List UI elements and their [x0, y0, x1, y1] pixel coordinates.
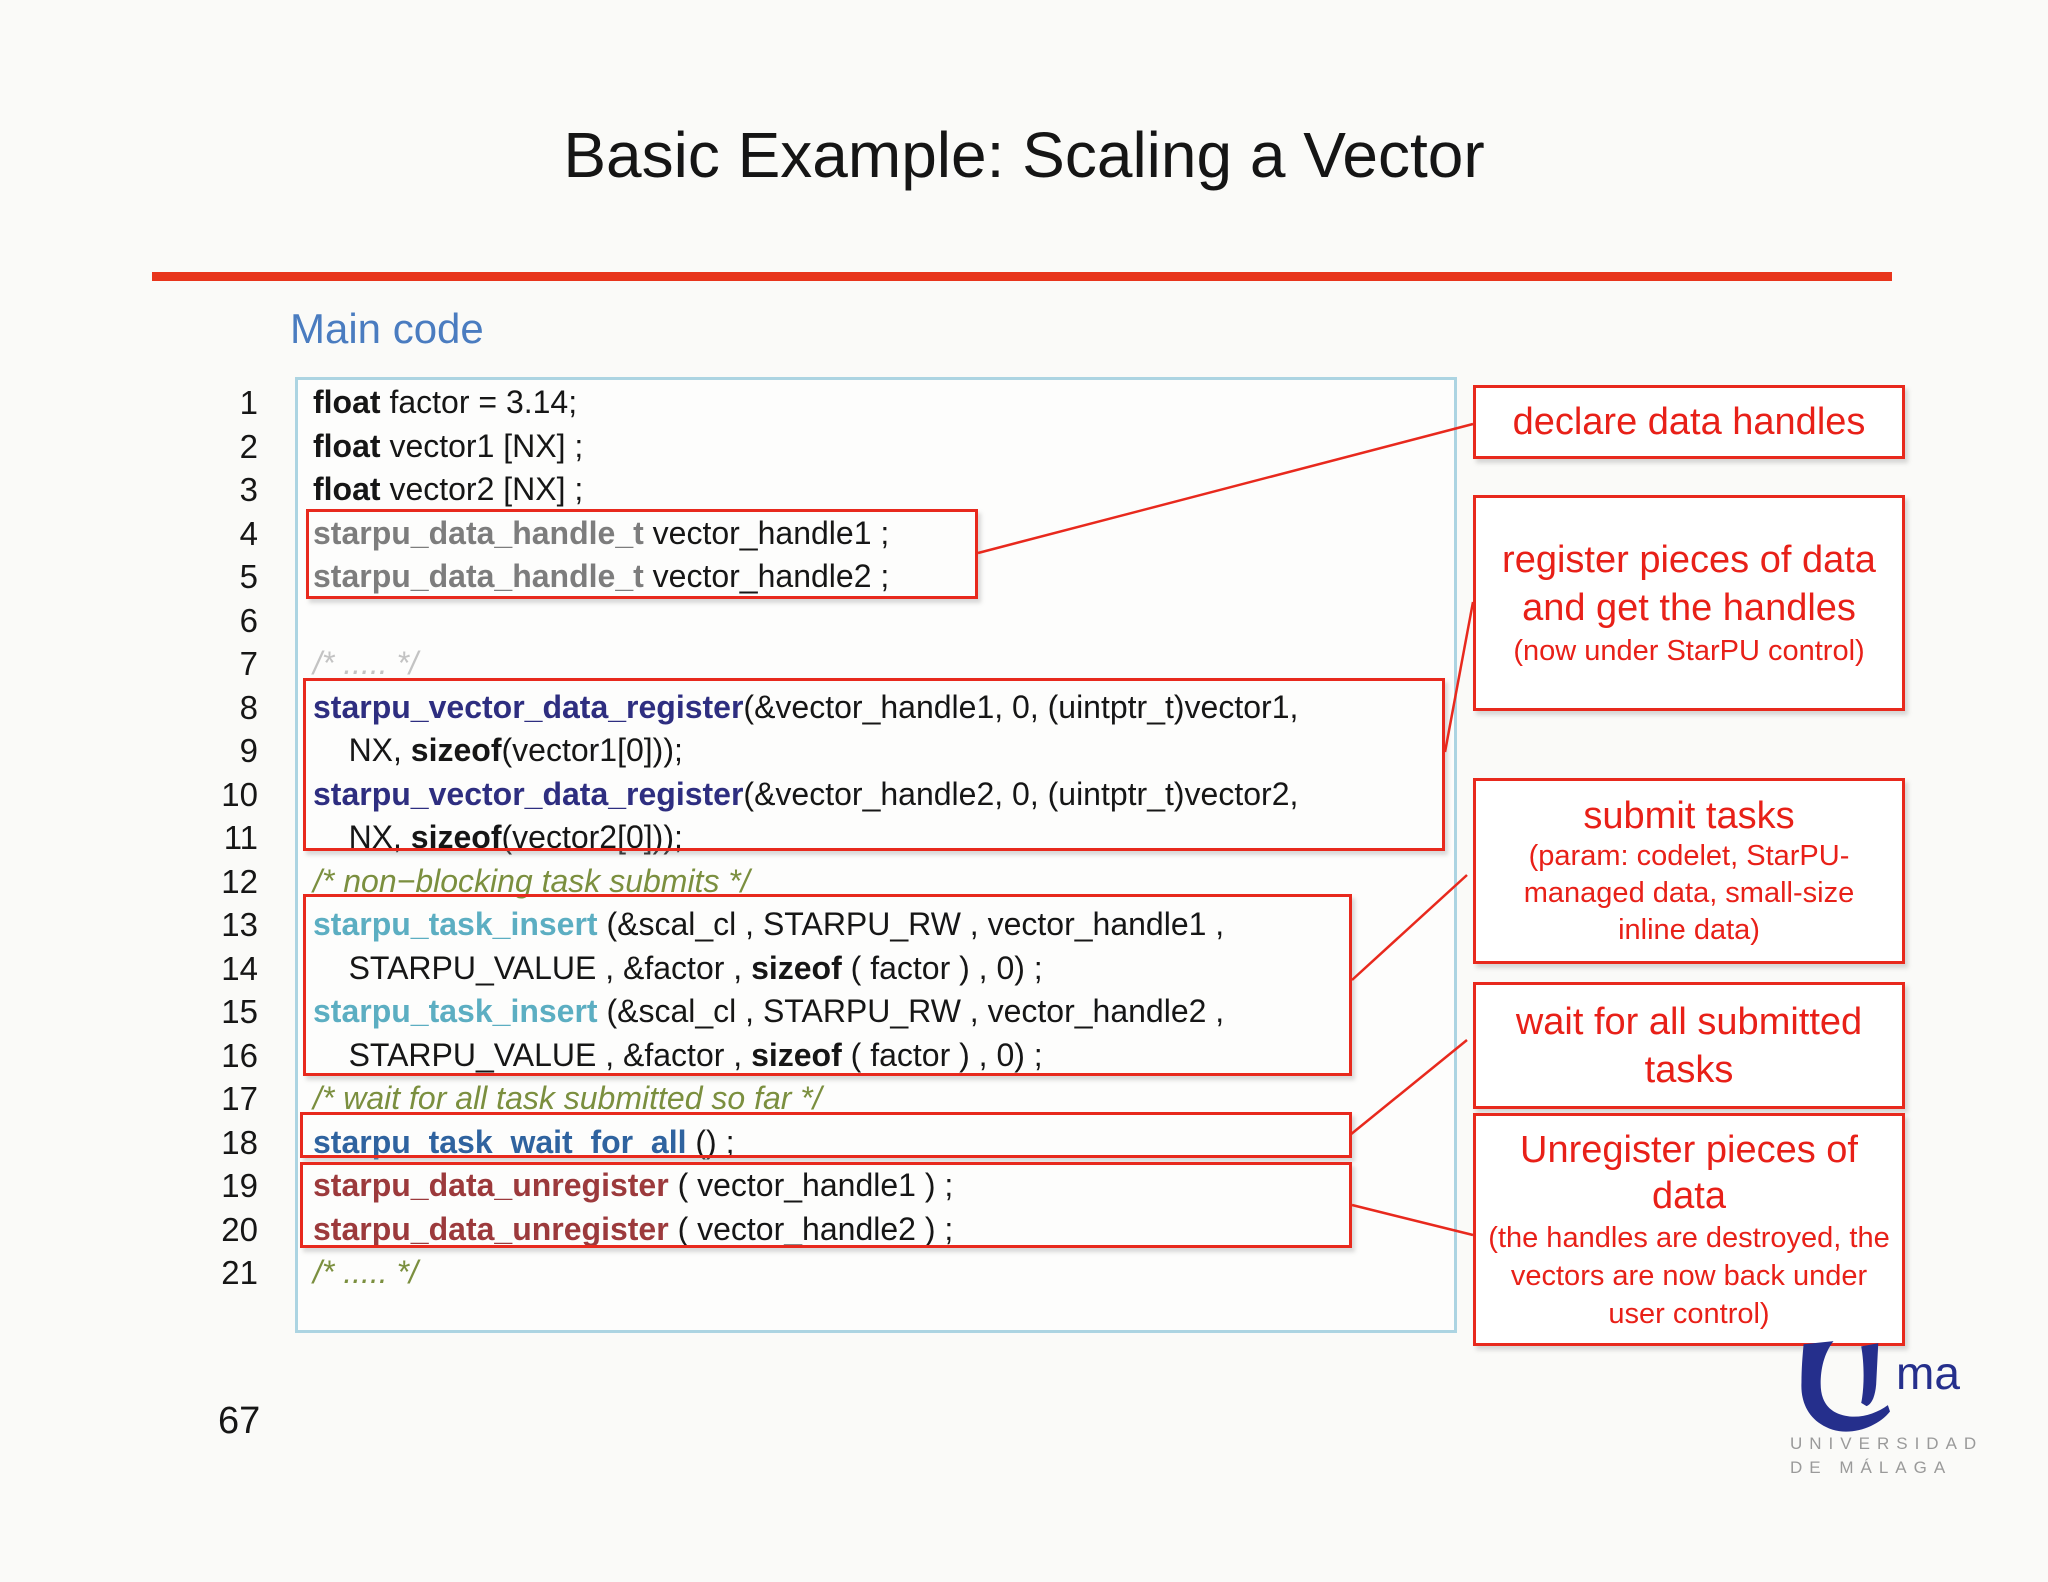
code-line: starpu_data_unregister ( vector_handle1 … — [313, 1167, 954, 1203]
annotation-box: wait for all submitted tasks — [1473, 982, 1905, 1109]
title-underline-rule — [152, 272, 1892, 281]
annotation-main-text: register pieces of data and get the hand… — [1502, 539, 1876, 629]
line-number: 10 — [221, 775, 258, 813]
uma-logo-universidad-text: UNIVERSIDAD — [1790, 1434, 1984, 1453]
page-number: 67 — [218, 1400, 261, 1442]
annotation-box: register pieces of data and get the hand… — [1473, 495, 1905, 711]
line-number: 4 — [239, 514, 258, 552]
code-line: float vector2 [NX] ; — [313, 471, 584, 507]
code-line: STARPU_VALUE , &factor , sizeof ( factor… — [313, 1036, 1043, 1073]
slide-title: Basic Example: Scaling a Vector — [563, 119, 1485, 191]
uma-logo-de-malaga-text: DE MÁLAGA — [1790, 1458, 1953, 1477]
line-number: 3 — [239, 471, 258, 508]
code-line: starpu_vector_data_register(&vector_hand… — [313, 775, 1299, 812]
line-number: 15 — [221, 993, 258, 1030]
highlight-box-register-data — [303, 678, 1445, 851]
line-number: 11 — [223, 819, 258, 856]
annotation-box: declare data handles — [1473, 385, 1905, 459]
line-number: 17 — [221, 1080, 258, 1117]
university-of-malaga-logo: ma UNIVERSIDAD DE MÁLAGA — [1788, 1338, 1998, 1478]
code-line: /* ..... */ — [313, 645, 418, 681]
annotation-sub-text: (param: codelet, StarPU-managed data, sm… — [1523, 839, 1855, 946]
code-line: starpu_vector_data_register(&vector_hand… — [313, 688, 1299, 725]
line-number: 19 — [221, 1167, 258, 1204]
code-line: starpu_task_insert (&scal_cl , STARPU_RW… — [313, 993, 1225, 1029]
annotation-main-text: wait for all submitted tasks — [1515, 1000, 1863, 1091]
line-number: 5 — [239, 558, 258, 595]
line-number: 13 — [221, 906, 258, 943]
annotation-box: Unregister pieces of data (the handles a… — [1473, 1113, 1905, 1346]
code-line: /* non−blocking task submits */ — [313, 862, 750, 899]
line-number: 6 — [239, 601, 258, 639]
code-line: STARPU_VALUE , &factor , sizeof ( factor… — [313, 949, 1043, 986]
code-line: starpu_data_unregister ( vector_handle2 … — [313, 1210, 954, 1247]
annotation-main-text: Unregister pieces of data — [1520, 1128, 1858, 1217]
line-number: 8 — [239, 688, 258, 726]
highlight-box-declare-handles — [306, 509, 978, 599]
annotation-sub-text: (the handles are destroyed, the vectors … — [1488, 1221, 1890, 1330]
code-line: /* ..... */ — [313, 1254, 418, 1290]
code-line: NX, sizeof(vector1[0])); — [313, 732, 683, 768]
code-line: starpu_task_insert (&scal_cl , STARPU_RW… — [313, 906, 1225, 942]
line-number: 9 — [239, 732, 258, 769]
code-line: starpu_data_handle_t vector_handle2 ; — [313, 558, 890, 594]
code-line: float factor = 3.14; — [313, 384, 578, 420]
code-line — [313, 599, 1453, 643]
line-number: 7 — [239, 645, 258, 682]
uma-u-glyph-icon — [1801, 1341, 1890, 1432]
code-lines: float factor = 3.14; float vector1 [NX] ;… — [313, 381, 1453, 1295]
code-line: starpu_data_handle_t vector_handle1 ; — [313, 514, 890, 551]
line-number: 16 — [221, 1036, 258, 1074]
line-number: 12 — [221, 862, 258, 900]
uma-logo-ma-text: ma — [1896, 1347, 1960, 1399]
highlight-box-wait-for-all — [300, 1112, 1352, 1158]
annotation-box: submit tasks (param: codelet, StarPU-man… — [1473, 778, 1905, 964]
annotation-main-text: declare data handles — [1512, 401, 1866, 443]
line-number: 14 — [221, 949, 258, 987]
line-number: 2 — [239, 427, 258, 465]
line-number: 21 — [221, 1254, 258, 1291]
annotation-main-text: submit tasks — [1583, 794, 1795, 837]
code-line: starpu_task_wait_for_all () ; — [313, 1123, 735, 1160]
code-line: float vector1 [NX] ; — [313, 427, 584, 464]
code-line: /* wait for all task submitted so far */ — [313, 1080, 822, 1116]
highlight-box-task-insert — [303, 894, 1352, 1076]
line-number: 1 — [239, 384, 258, 421]
annotation-sub-text: (now under StarPU control) — [1513, 635, 1865, 667]
line-number: 20 — [221, 1210, 258, 1248]
main-code-label: Main code — [290, 305, 484, 352]
highlight-box-unregister — [300, 1162, 1352, 1248]
line-number: 18 — [221, 1123, 258, 1161]
